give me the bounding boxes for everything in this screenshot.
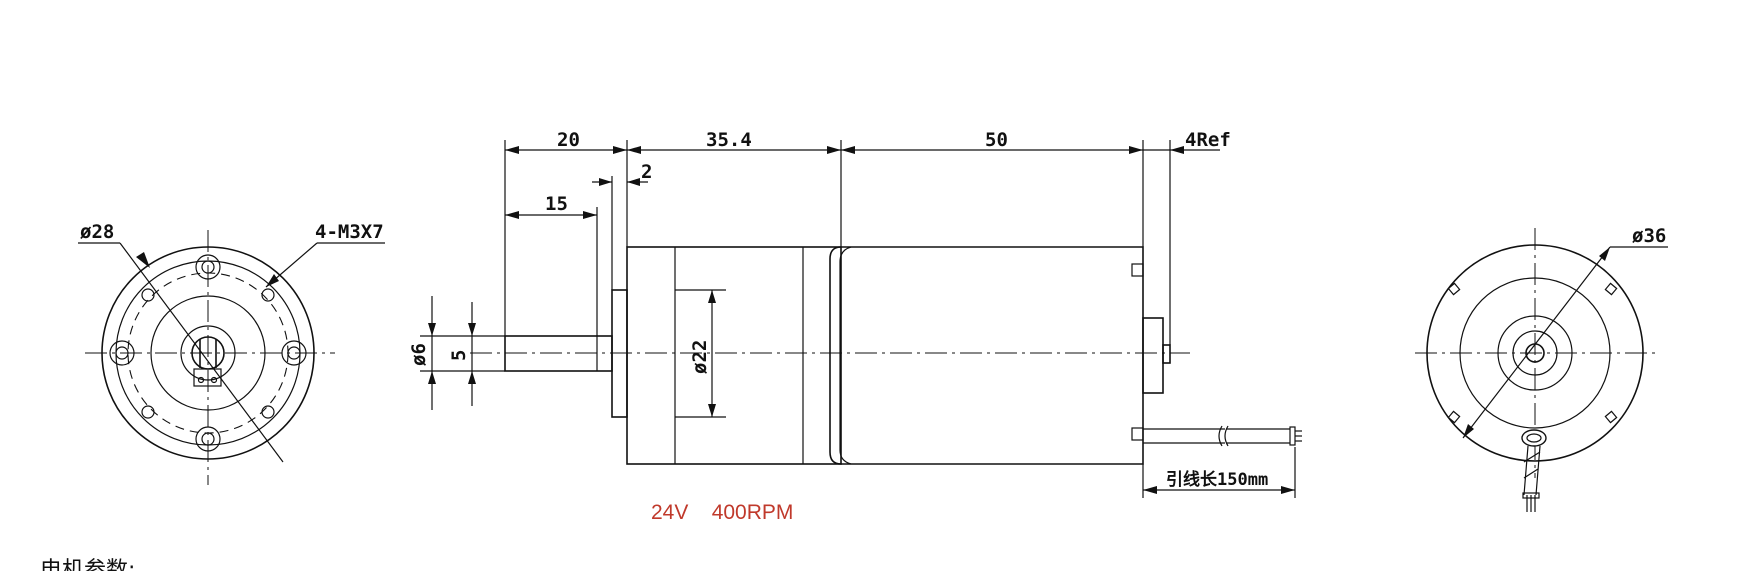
front-view: ø28 4-M3X7	[78, 221, 385, 485]
dim-gearbox-length: 35.4	[706, 129, 752, 151]
lead-wires	[1143, 425, 1302, 447]
spec-note: 24V 400RPM	[651, 501, 793, 524]
motor-body	[829, 246, 1144, 465]
side-view: 20 35.4 50 4Ref 2 15 ø6 5 ø22	[408, 129, 1302, 524]
dim-pilot-diameter: ø22	[689, 340, 711, 374]
dim-shaft-diameter: ø6	[408, 343, 430, 366]
front-outer-circle	[101, 246, 315, 460]
dim-lead-length: 引线长150mm	[1166, 469, 1268, 490]
motor-params-heading: 电机参数:	[40, 558, 135, 571]
dim-shaft-flat: 15	[545, 193, 568, 215]
front-holes-label: 4-M3X7	[315, 221, 384, 243]
rear-cap	[1142, 317, 1164, 394]
front-shaft-flat	[199, 339, 217, 368]
rear-boss	[1497, 315, 1573, 391]
front-diameter-leader	[119, 242, 284, 463]
rear-diameter-label: ø36	[1632, 225, 1666, 247]
front-mounting-holes	[109, 254, 307, 452]
rear-bearing	[1512, 330, 1558, 376]
terminal-top	[1131, 263, 1144, 277]
front-tab	[193, 368, 222, 387]
front-hub	[150, 295, 266, 411]
rear-view: ø36	[1415, 225, 1668, 512]
rear-shaft-stub	[1162, 344, 1171, 364]
dim-flange-step: 2	[641, 161, 652, 183]
dim-motor-length: 50	[985, 129, 1008, 151]
front-boss	[180, 325, 236, 381]
dim-rear-ref: 4Ref	[1185, 129, 1231, 151]
rear-inner-circle	[1459, 277, 1611, 429]
gearbox-body	[626, 246, 842, 465]
rear-wire-exit	[1521, 429, 1547, 512]
rear-notches	[1447, 282, 1618, 424]
dim-flat-size: 5	[448, 350, 470, 361]
dim-shaft-length: 20	[557, 129, 580, 151]
rear-diameter-leader	[1462, 246, 1611, 439]
rear-outer-circle	[1426, 244, 1644, 462]
front-diameter-label: ø28	[80, 221, 114, 243]
terminal-bottom	[1131, 427, 1144, 441]
